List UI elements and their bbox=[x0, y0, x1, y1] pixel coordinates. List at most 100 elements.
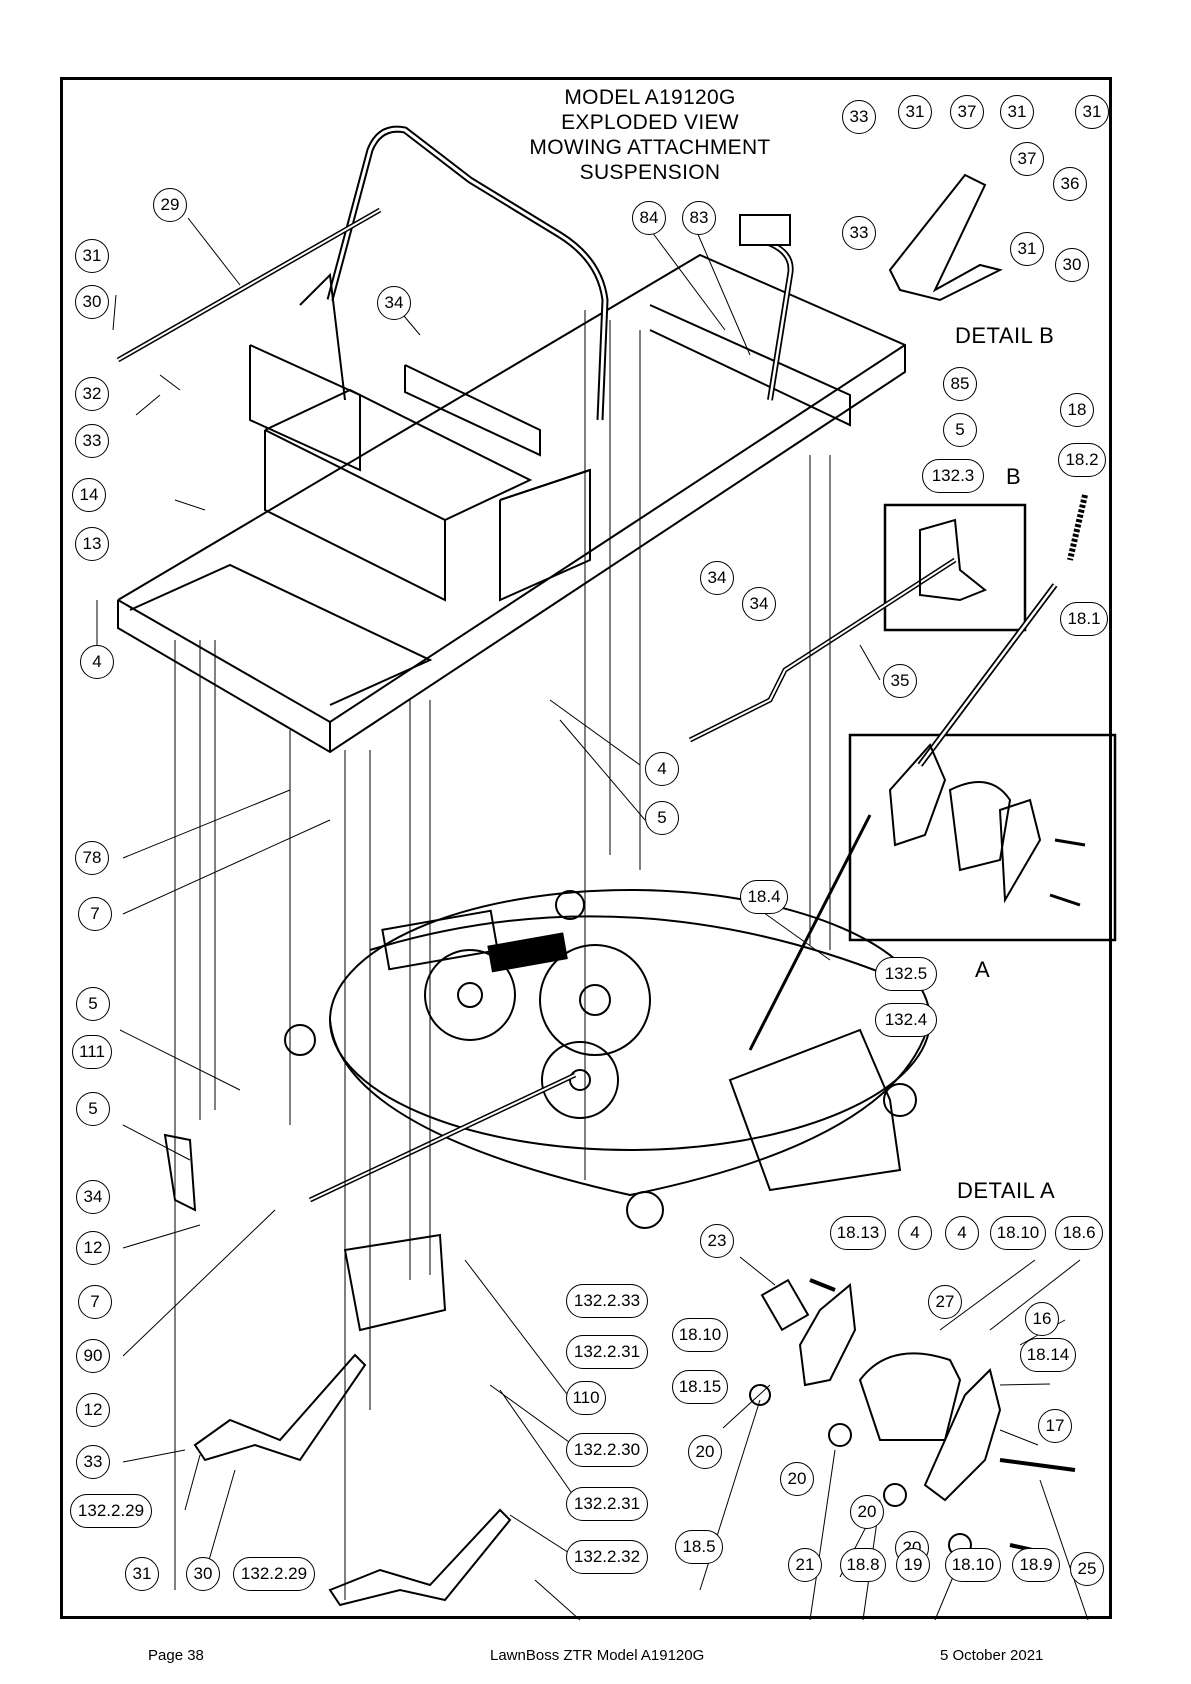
part-callout: 132.2.32 bbox=[566, 1540, 648, 1574]
part-callout: 132.2.29 bbox=[70, 1494, 152, 1528]
part-callout: 132.2.33 bbox=[566, 1284, 648, 1318]
part-callout: 17 bbox=[1038, 1409, 1072, 1443]
part-callout: 33 bbox=[842, 216, 876, 250]
part-callout: 12 bbox=[76, 1231, 110, 1265]
part-callout: 18.6 bbox=[1055, 1216, 1103, 1250]
part-callout: 16 bbox=[1025, 1302, 1059, 1336]
part-callout: 31 bbox=[1000, 95, 1034, 129]
part-callout: 32 bbox=[75, 377, 109, 411]
detail-a-box bbox=[848, 733, 1117, 942]
part-callout: 18.9 bbox=[1012, 1548, 1060, 1582]
part-callout: 4 bbox=[945, 1216, 979, 1250]
footer-document-title: LawnBoss ZTR Model A19120G bbox=[490, 1647, 705, 1664]
part-callout: 5 bbox=[645, 801, 679, 835]
part-callout: 12 bbox=[76, 1393, 110, 1427]
detail-b-box bbox=[883, 503, 1027, 632]
part-callout: 18.15 bbox=[672, 1370, 728, 1404]
part-callout: 14 bbox=[72, 478, 106, 512]
part-callout: 4 bbox=[898, 1216, 932, 1250]
part-callout: 29 bbox=[153, 188, 187, 222]
part-callout: 21 bbox=[788, 1548, 822, 1582]
mower-deck bbox=[284, 889, 931, 1229]
part-callout: 85 bbox=[943, 367, 977, 401]
title-line-2: EXPLODED VIEW bbox=[561, 111, 739, 134]
part-callout: 132.2.29 bbox=[233, 1557, 315, 1591]
part-callout: 18.10 bbox=[945, 1548, 1001, 1582]
part-callout: 18 bbox=[1060, 393, 1094, 427]
part-callout: 20 bbox=[688, 1435, 722, 1469]
part-callout: 18.1 bbox=[1060, 602, 1108, 636]
part-callout: 132.3 bbox=[922, 459, 984, 493]
part-callout: 5 bbox=[76, 1092, 110, 1126]
part-callout: 7 bbox=[78, 897, 112, 931]
drawing-title: MODEL A19120G EXPLODED VIEW MOWING ATTAC… bbox=[500, 85, 800, 185]
part-callout: 132.2.31 bbox=[566, 1487, 648, 1521]
part-callout: 132.2.30 bbox=[566, 1433, 648, 1467]
part-callout: 83 bbox=[682, 201, 716, 235]
footer-date: 5 October 2021 bbox=[940, 1647, 1044, 1664]
title-line-4: SUSPENSION bbox=[579, 161, 721, 184]
part-callout: 30 bbox=[186, 1557, 220, 1591]
part-callout: 18.10 bbox=[990, 1216, 1046, 1250]
part-callout: 18.14 bbox=[1020, 1338, 1076, 1372]
part-callout: 33 bbox=[76, 1445, 110, 1479]
part-callout: 78 bbox=[75, 841, 109, 875]
part-callout: 31 bbox=[75, 239, 109, 273]
part-callout: 19 bbox=[896, 1548, 930, 1582]
part-callout: 84 bbox=[632, 201, 666, 235]
part-callout: 132.2.31 bbox=[566, 1335, 648, 1369]
part-callout: 31 bbox=[125, 1557, 159, 1591]
part-callout: 18.13 bbox=[830, 1216, 886, 1250]
part-callout: 132.4 bbox=[875, 1003, 937, 1037]
detail-b-parts bbox=[888, 173, 1003, 602]
chassis-frame bbox=[117, 253, 906, 754]
part-callout: 4 bbox=[645, 752, 679, 786]
part-callout: 37 bbox=[950, 95, 984, 129]
part-callout: 20 bbox=[780, 1462, 814, 1496]
part-callout: 18.4 bbox=[740, 880, 788, 914]
part-callout: 132.5 bbox=[875, 957, 937, 991]
view-letter-b: B bbox=[1006, 464, 1021, 489]
part-callout: 36 bbox=[1053, 167, 1087, 201]
detail-b-label: DETAIL B bbox=[955, 323, 1055, 348]
part-callout: 18.10 bbox=[672, 1318, 728, 1352]
part-callout: 18.2 bbox=[1058, 443, 1106, 477]
title-line-3: MOWING ATTACHMENT bbox=[529, 136, 771, 159]
part-callout: 34 bbox=[76, 1180, 110, 1214]
part-callout: 31 bbox=[1010, 232, 1044, 266]
part-callout: 30 bbox=[1055, 248, 1089, 282]
part-callout: 4 bbox=[80, 645, 114, 679]
part-callout: 110 bbox=[566, 1381, 606, 1415]
detail-a-box-parts bbox=[888, 743, 1086, 907]
part-callout: 31 bbox=[898, 95, 932, 129]
part-callout: 37 bbox=[1010, 142, 1044, 176]
part-callout: 33 bbox=[842, 100, 876, 134]
part-callout: 18.8 bbox=[840, 1548, 886, 1582]
view-letter-a: A bbox=[975, 957, 990, 982]
part-callout: 34 bbox=[700, 561, 734, 595]
part-callout: 13 bbox=[75, 527, 109, 561]
part-callout: 30 bbox=[75, 285, 109, 319]
control-levers bbox=[299, 125, 794, 421]
page-number: Page 38 bbox=[148, 1647, 204, 1664]
part-callout: 111 bbox=[72, 1035, 112, 1069]
assembly-lines bbox=[174, 310, 831, 1600]
part-callout: 25 bbox=[1070, 1552, 1104, 1586]
part-callout: 34 bbox=[377, 286, 411, 320]
part-callout: 34 bbox=[742, 587, 776, 621]
page-frame bbox=[60, 77, 1112, 1619]
title-line-1: MODEL A19120G bbox=[564, 86, 736, 109]
part-callout: 35 bbox=[883, 664, 917, 698]
part-callout: 31 bbox=[1075, 95, 1109, 129]
part-callout: 27 bbox=[928, 1285, 962, 1319]
part-callout: 7 bbox=[78, 1285, 112, 1319]
detail-a-label: DETAIL A bbox=[957, 1178, 1056, 1203]
part-callout: 90 bbox=[76, 1339, 110, 1373]
part-callout: 5 bbox=[76, 987, 110, 1021]
part-callout: 5 bbox=[943, 413, 977, 447]
part-callout: 33 bbox=[75, 424, 109, 458]
part-callout: 18.5 bbox=[675, 1530, 723, 1564]
part-callout: 20 bbox=[850, 1495, 884, 1529]
part-callout: 23 bbox=[700, 1224, 734, 1258]
